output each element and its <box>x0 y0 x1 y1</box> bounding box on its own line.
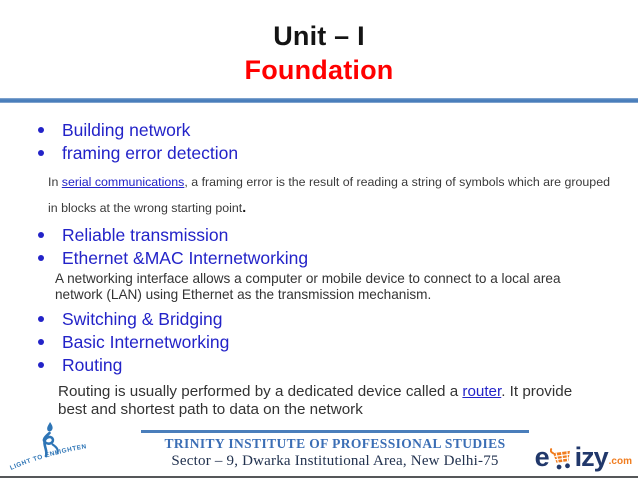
slide-header: Unit – I Foundation <box>0 0 638 87</box>
routing-note: Routing is usually performed by a dedica… <box>58 383 586 419</box>
list-item: Ethernet &MAC Internetworking <box>38 247 620 270</box>
list-item: Routing <box>38 354 620 377</box>
bullet-label: Basic Internetworking <box>62 332 230 352</box>
ethernet-note: A networking interface allows a computer… <box>55 271 561 302</box>
footer-institute-block: TRINITY INSTITUTE OF PROFESSIONAL STUDIE… <box>129 430 541 470</box>
header-divider <box>0 98 638 103</box>
list-item: Basic Internetworking <box>38 331 620 354</box>
bullet-icon <box>38 362 44 368</box>
flame-icon <box>47 422 53 432</box>
bullet-label: Reliable transmission <box>62 225 229 245</box>
logo-motto: LIGHT TO ENLIGHTEN <box>9 443 87 472</box>
bullet-label: Ethernet &MAC Internetworking <box>62 248 309 268</box>
svg-text:LIGHT TO ENLIGHTEN: LIGHT TO ENLIGHTEN <box>9 443 87 472</box>
torch-figure <box>42 431 55 458</box>
bullet-icon <box>38 127 44 133</box>
page-subtitle: Foundation <box>244 55 394 85</box>
page-title: Unit – I <box>273 21 365 51</box>
list-item: Switching & Bridging <box>38 308 620 331</box>
shopping-cart-icon <box>549 448 570 470</box>
note-text: In <box>48 175 62 189</box>
list-item: Building network <box>38 119 620 142</box>
list-item: framing error detection <box>38 142 620 165</box>
bullet-icon <box>38 150 44 156</box>
bullet-icon <box>38 255 44 261</box>
bullet-label: Building network <box>62 120 191 140</box>
brand-prefix: e <box>534 442 550 472</box>
list-item: Reliable transmission <box>38 224 620 247</box>
ebizy-logo: e izy .com <box>534 442 632 472</box>
note-text: Routing is usually performed by a dedica… <box>58 383 463 400</box>
bullet-icon <box>38 316 44 322</box>
slide-body: Building network framing error detection… <box>0 103 638 419</box>
footer-divider <box>141 430 529 433</box>
torch-figure-arm <box>51 443 59 454</box>
note-period: . <box>242 199 247 215</box>
note-text: , a framing error is the result of readi… <box>48 175 610 215</box>
bullet-label: Routing <box>62 355 123 375</box>
framing-error-note: In serial communications, a framing erro… <box>48 170 620 221</box>
brand-tld: .com <box>608 456 632 467</box>
bullet-icon <box>38 339 44 345</box>
router-link[interactable]: router <box>462 383 502 400</box>
bullet-label: framing error detection <box>62 143 239 163</box>
slide-bottom-border <box>0 476 638 478</box>
trinity-torch-logo: LIGHT TO ENLIGHTEN <box>9 422 87 472</box>
serial-communications-link[interactable]: serial communications <box>61 175 185 189</box>
institute-name: TRINITY INSTITUTE OF PROFESSIONAL STUDIE… <box>164 436 506 451</box>
bullet-label: Switching & Bridging <box>62 309 223 329</box>
slide-footer: LIGHT TO ENLIGHTEN TRINITY INSTITUTE OF … <box>0 420 638 476</box>
note-text: . It provide best and shortest path to d… <box>58 383 573 418</box>
institute-address: Sector – 9, Dwarka Institutional Area, N… <box>171 453 499 469</box>
brand-suffix: izy <box>574 442 609 472</box>
bullet-icon <box>38 232 44 238</box>
